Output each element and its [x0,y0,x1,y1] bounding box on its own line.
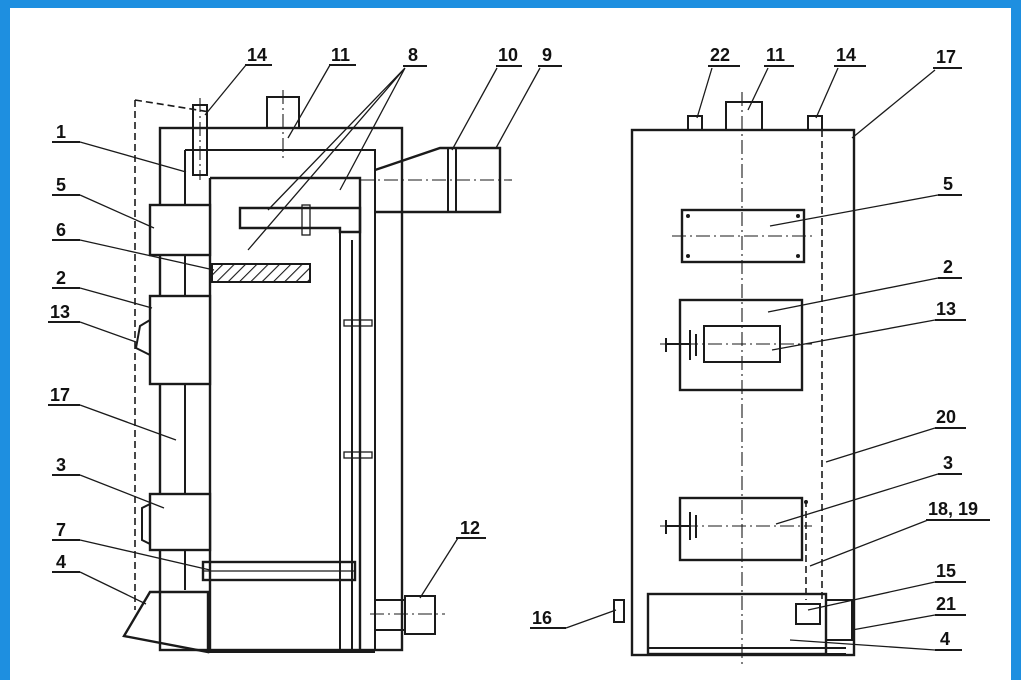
callout-14-front: 14 [836,45,856,65]
inner-column [339,232,353,650]
return-pipe-12 [374,599,406,631]
callout-22: 22 [710,45,730,65]
baffle-8 [238,206,362,234]
door-3 [148,492,212,552]
boiler-technical-drawing: 14 11 8 10 9 1 5 6 2 13 17 3 7 [48,45,990,668]
side-view: 14 11 8 10 9 1 5 6 2 13 17 3 7 [48,45,562,654]
callout-12: 12 [460,518,480,538]
callout-9: 9 [542,45,552,65]
callout-14: 14 [247,45,267,65]
callout-5: 5 [56,175,66,195]
callout-2-front: 2 [943,257,953,277]
callout-20: 20 [936,407,956,427]
front-door-3 [678,496,804,562]
door-5 [148,203,212,257]
callout-13-front: 13 [936,299,956,319]
firebox [208,176,362,652]
front-door-2 [678,298,804,392]
front-callouts: 22 11 14 17 5 2 13 20 3 18, 19 15 16 21 [530,45,990,651]
knob-16 [613,599,625,623]
drawing-frame: 14 11 8 10 9 1 5 6 2 13 17 3 7 [10,8,1011,680]
ash-box-4 [122,590,210,654]
callout-3: 3 [56,455,66,475]
door-2 [148,294,212,386]
callout-11-front: 11 [766,45,785,65]
callout-17: 17 [50,385,70,405]
callout-4: 4 [56,552,66,572]
callout-2: 2 [56,268,66,288]
water-jacket-wall [184,149,376,650]
callout-6: 6 [56,220,66,240]
box-21 [825,599,853,641]
callout-10: 10 [498,45,518,65]
callout-18-19: 18, 19 [928,499,978,519]
callout-16: 16 [532,608,552,628]
callout-13: 13 [50,302,70,322]
callout-15: 15 [936,561,956,581]
callout-1: 1 [56,122,66,142]
handle-13 [134,319,151,356]
callout-7: 7 [56,520,66,540]
callout-8: 8 [408,45,418,65]
fitting-22 [687,115,703,131]
side-dashed-outline [134,99,211,610]
callout-5-front: 5 [943,174,953,194]
callout-17-front: 17 [936,47,956,67]
front-view: 22 11 14 17 5 2 13 20 3 18, 19 15 16 21 [530,45,990,668]
callout-11: 11 [331,45,350,65]
callout-4-front: 4 [940,629,950,649]
side-callouts: 14 11 8 10 9 1 5 6 2 13 17 3 7 [48,45,562,605]
box-15 [795,603,821,625]
callout-21: 21 [936,594,956,614]
sensor-14-front [807,115,823,131]
callout-3-front: 3 [943,453,953,473]
hatched-plate-6 [211,263,311,283]
outlet-pipe-11-front [725,101,763,131]
front-body [630,128,856,657]
flue-box [374,146,502,214]
